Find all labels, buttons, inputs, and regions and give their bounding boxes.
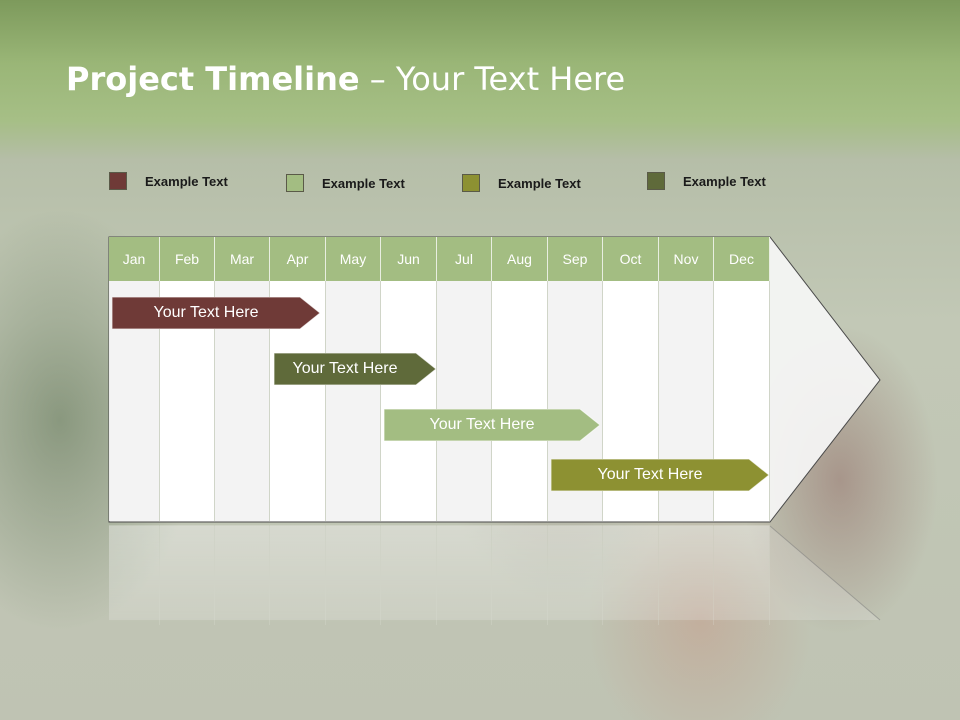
month-reflection-jul <box>437 525 492 625</box>
task-bar-4: Your Text Here <box>551 459 769 491</box>
month-reflection-may <box>326 525 381 625</box>
month-column-jul <box>437 281 492 521</box>
page-title: Project Timeline – Your Text Here <box>66 60 625 98</box>
month-header-feb: Feb <box>160 237 215 281</box>
legend-label-1: Example Text <box>145 173 228 189</box>
month-reflection-jan <box>109 525 160 625</box>
task-label-4: Your Text Here <box>597 466 703 483</box>
month-header-may: May <box>326 237 381 281</box>
task-bar-2: Your Text Here <box>274 353 436 385</box>
task-label-2: Your Text Here <box>292 360 398 377</box>
task-arrow-shape-1 <box>112 297 320 329</box>
month-reflection-dec <box>714 525 770 625</box>
month-header-aug: Aug <box>492 237 548 281</box>
legend-item-1: Example Text <box>109 170 228 192</box>
month-header-apr: Apr <box>270 237 326 281</box>
legend: Example Text Example Text Example Text E… <box>0 170 960 194</box>
month-reflection-oct <box>603 525 659 625</box>
month-header-jul: Jul <box>437 237 492 281</box>
legend-swatch-3 <box>462 174 480 192</box>
month-reflection-apr <box>270 525 326 625</box>
month-header-mar: Mar <box>215 237 270 281</box>
task-bar-1: Your Text Here <box>112 297 320 329</box>
task-arrow-shape-3 <box>384 409 600 441</box>
legend-label-2: Example Text <box>322 175 405 191</box>
month-header-nov: Nov <box>659 237 714 281</box>
legend-swatch-1 <box>109 172 127 190</box>
legend-item-4: Example Text <box>647 170 766 192</box>
month-header-jan: Jan <box>109 237 160 281</box>
title-bold: Project Timeline <box>66 60 360 98</box>
month-header-jun: Jun <box>381 237 437 281</box>
task-arrow-shape-4 <box>551 459 769 491</box>
task-label-3: Your Text Here <box>429 416 535 433</box>
month-header-sep: Sep <box>548 237 603 281</box>
month-reflection-mar <box>215 525 270 625</box>
legend-swatch-4 <box>647 172 665 190</box>
legend-label-4: Example Text <box>683 173 766 189</box>
month-reflection-feb <box>160 525 215 625</box>
month-column-aug <box>492 281 548 521</box>
month-header-oct: Oct <box>603 237 659 281</box>
task-arrow-shape-2 <box>274 353 436 385</box>
month-header-dec: Dec <box>714 237 770 281</box>
month-reflection-sep <box>548 525 603 625</box>
title-rest: – Your Text Here <box>359 60 626 98</box>
legend-item-2: Example Text <box>286 172 405 194</box>
month-column-jun <box>381 281 437 521</box>
header-band <box>0 0 960 160</box>
month-reflection-aug <box>492 525 548 625</box>
month-reflection-jun <box>381 525 437 625</box>
legend-item-3: Example Text <box>462 172 581 194</box>
month-reflection-nov <box>659 525 714 625</box>
month-column-may <box>326 281 381 521</box>
legend-label-3: Example Text <box>498 175 581 191</box>
task-bar-3: Your Text Here <box>384 409 600 441</box>
legend-swatch-2 <box>286 174 304 192</box>
task-label-1: Your Text Here <box>153 304 259 321</box>
